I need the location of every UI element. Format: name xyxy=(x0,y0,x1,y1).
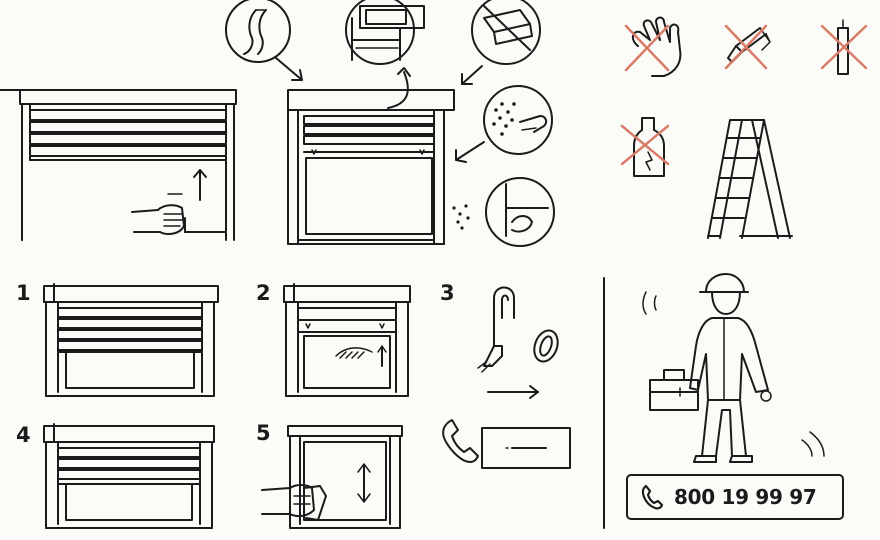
no-brush-icon xyxy=(724,24,771,70)
step-1-shutter xyxy=(43,283,219,397)
callout-lubricant xyxy=(225,0,303,81)
callout-corner-cleaning xyxy=(452,177,555,247)
technician-illustration xyxy=(642,273,825,463)
step-5-number: 5 xyxy=(256,421,271,445)
callout-no-abrasive xyxy=(461,0,541,85)
arrow-updown-icon xyxy=(357,463,371,503)
ladder-icon xyxy=(707,119,793,239)
support-phone-number: 800 19 99 97 xyxy=(674,485,817,509)
step-4-shutter xyxy=(43,423,215,529)
step-3-number: 3 xyxy=(440,281,455,305)
callout-dust xyxy=(455,85,553,163)
step-4-number: 4 xyxy=(16,423,31,447)
shutter-inspection-illustration xyxy=(287,67,455,245)
step-1-number: 1 xyxy=(16,281,31,305)
no-scraper-icon xyxy=(820,19,868,75)
step-2-number: 2 xyxy=(256,281,271,305)
hand-icon xyxy=(131,204,185,235)
support-phone-badge: 800 19 99 97 xyxy=(626,474,844,520)
no-hand-icon xyxy=(624,16,682,77)
step-5-window xyxy=(261,425,403,529)
phone-icon xyxy=(442,419,479,463)
hand-with-cloth-icon xyxy=(261,484,327,521)
arrow-right-icon xyxy=(487,385,539,399)
phone-icon xyxy=(641,484,664,510)
step-3-lubricant xyxy=(442,286,571,469)
step-2-shutter xyxy=(283,283,411,397)
arrow-up-icon xyxy=(193,169,207,201)
callout-roller-box xyxy=(345,0,425,65)
shutter-open-illustration xyxy=(0,89,237,241)
no-chemicals-icon xyxy=(620,117,670,177)
arrow-up-icon xyxy=(377,345,387,367)
